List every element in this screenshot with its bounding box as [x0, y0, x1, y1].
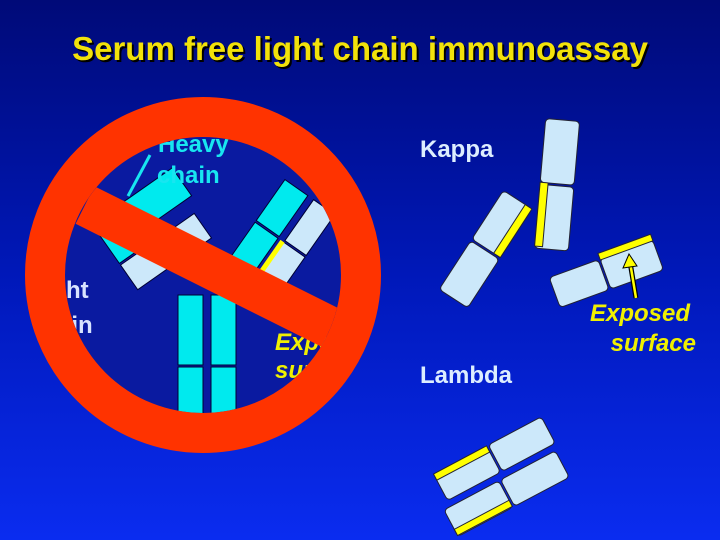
light-chain-label-1: Light	[30, 277, 89, 304]
prohibition-sign-icon	[25, 97, 381, 453]
exposed-surface-stripe	[492, 203, 533, 259]
exposed-surface-label-2: surface	[611, 330, 696, 357]
lambda-label: Lambda	[420, 362, 513, 389]
heavy-chain-segment	[177, 366, 204, 413]
heavy-chain-segment	[177, 294, 204, 366]
lambda-chain	[432, 417, 555, 500]
kappa-chain	[534, 118, 580, 252]
exposed-surface-stripe	[432, 445, 491, 481]
exposed-surface-stripe	[453, 499, 514, 537]
slide-title: Serum free light chain immunoassay	[72, 30, 648, 67]
exposed-surface-arrow-icon	[622, 252, 639, 299]
heavy-chain-segment	[255, 178, 309, 238]
exposed-surface-stripe	[597, 233, 654, 261]
kappa-chain	[440, 191, 533, 307]
kappa-label: Kappa	[420, 136, 494, 163]
lambda-chain	[444, 451, 569, 537]
heavy-chain-arrow-icon	[126, 154, 152, 197]
heavy-chain-label-2: chain	[157, 162, 220, 189]
heavy-chain-label-1: Heavy	[158, 131, 229, 158]
heavy-chain-segment	[210, 366, 237, 413]
exposed-surface-stripe	[534, 181, 549, 248]
exposed-surface-label-1: Exposed	[590, 300, 691, 327]
heavy-chain-segment	[210, 294, 237, 366]
